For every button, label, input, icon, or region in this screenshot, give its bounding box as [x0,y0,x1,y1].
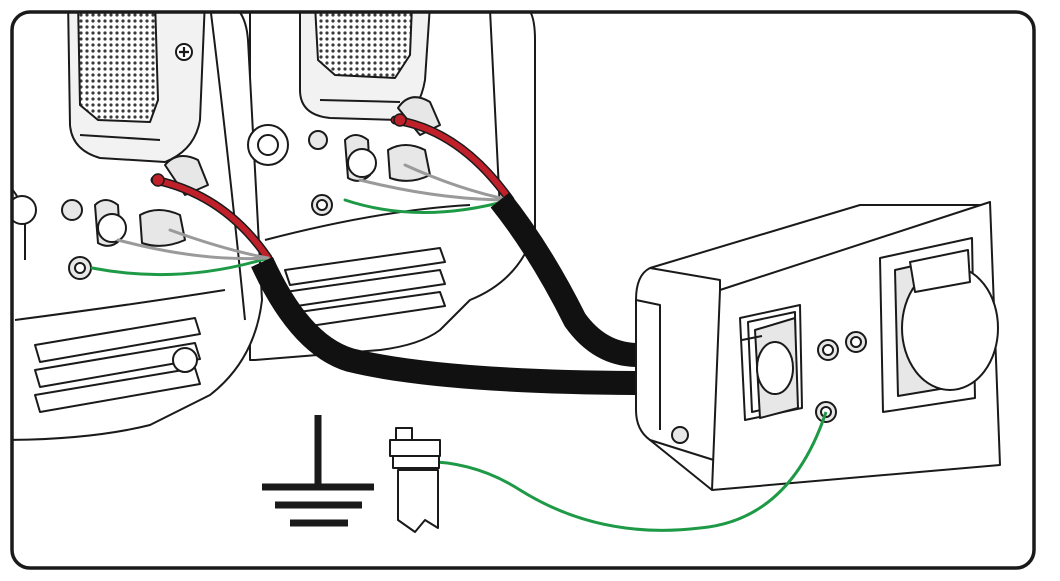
schuko-socket-icon [739,304,803,421]
diagram-frame [10,10,1036,570]
right-gen-wires [343,113,515,214]
gen-left-connector-plug [139,209,186,247]
gen-left-edge-line [209,12,246,321]
box-terminals [815,331,867,423]
ground-rod-clamp [389,427,441,533]
ground-clamp-band [392,455,440,469]
left-gen-wires [90,173,273,277]
gen-right-vent-mesh [314,12,413,79]
wire-red-left [152,177,271,261]
gen-right-edge-line [489,12,501,211]
gen-left-socket-ring [97,213,127,243]
frame-content [12,12,1001,533]
box-side [635,267,721,463]
gen-left-terminal-top [61,199,83,221]
gen-right-connector-plug [387,144,431,182]
earth-ground-symbol [262,415,374,527]
cable-from-left-gen [251,256,639,395]
gen-right-panel-edge [264,204,471,241]
parallel-connection-box [635,201,1001,491]
gen-left-panel-edge [14,289,226,321]
gen-left-bolt [172,347,198,373]
cable-from-right-gen [490,192,639,367]
plus-terminal-icon [175,43,193,61]
generator-left [12,12,289,441]
wire-red-right [392,117,513,203]
gen-left-lower-vents [34,317,201,413]
gen-left-side-knob [12,195,37,225]
ground-clamp-top [389,439,441,457]
cee-socket-icon [879,237,999,413]
wire-green-ground [409,411,828,532]
generator-right [249,12,536,361]
gen-left-top-plug [164,155,209,196]
cables [251,192,639,395]
wire-green-right [343,198,512,214]
gen-right-socket-ring [347,148,377,178]
gen-right-lower-vents [284,247,446,330]
ground-rod [397,469,439,533]
gen-right-terminal-top [308,130,328,150]
gen-right-vent-rib [319,99,401,103]
gen-left-vent-mesh [77,12,159,123]
wire-green-left [90,256,270,277]
